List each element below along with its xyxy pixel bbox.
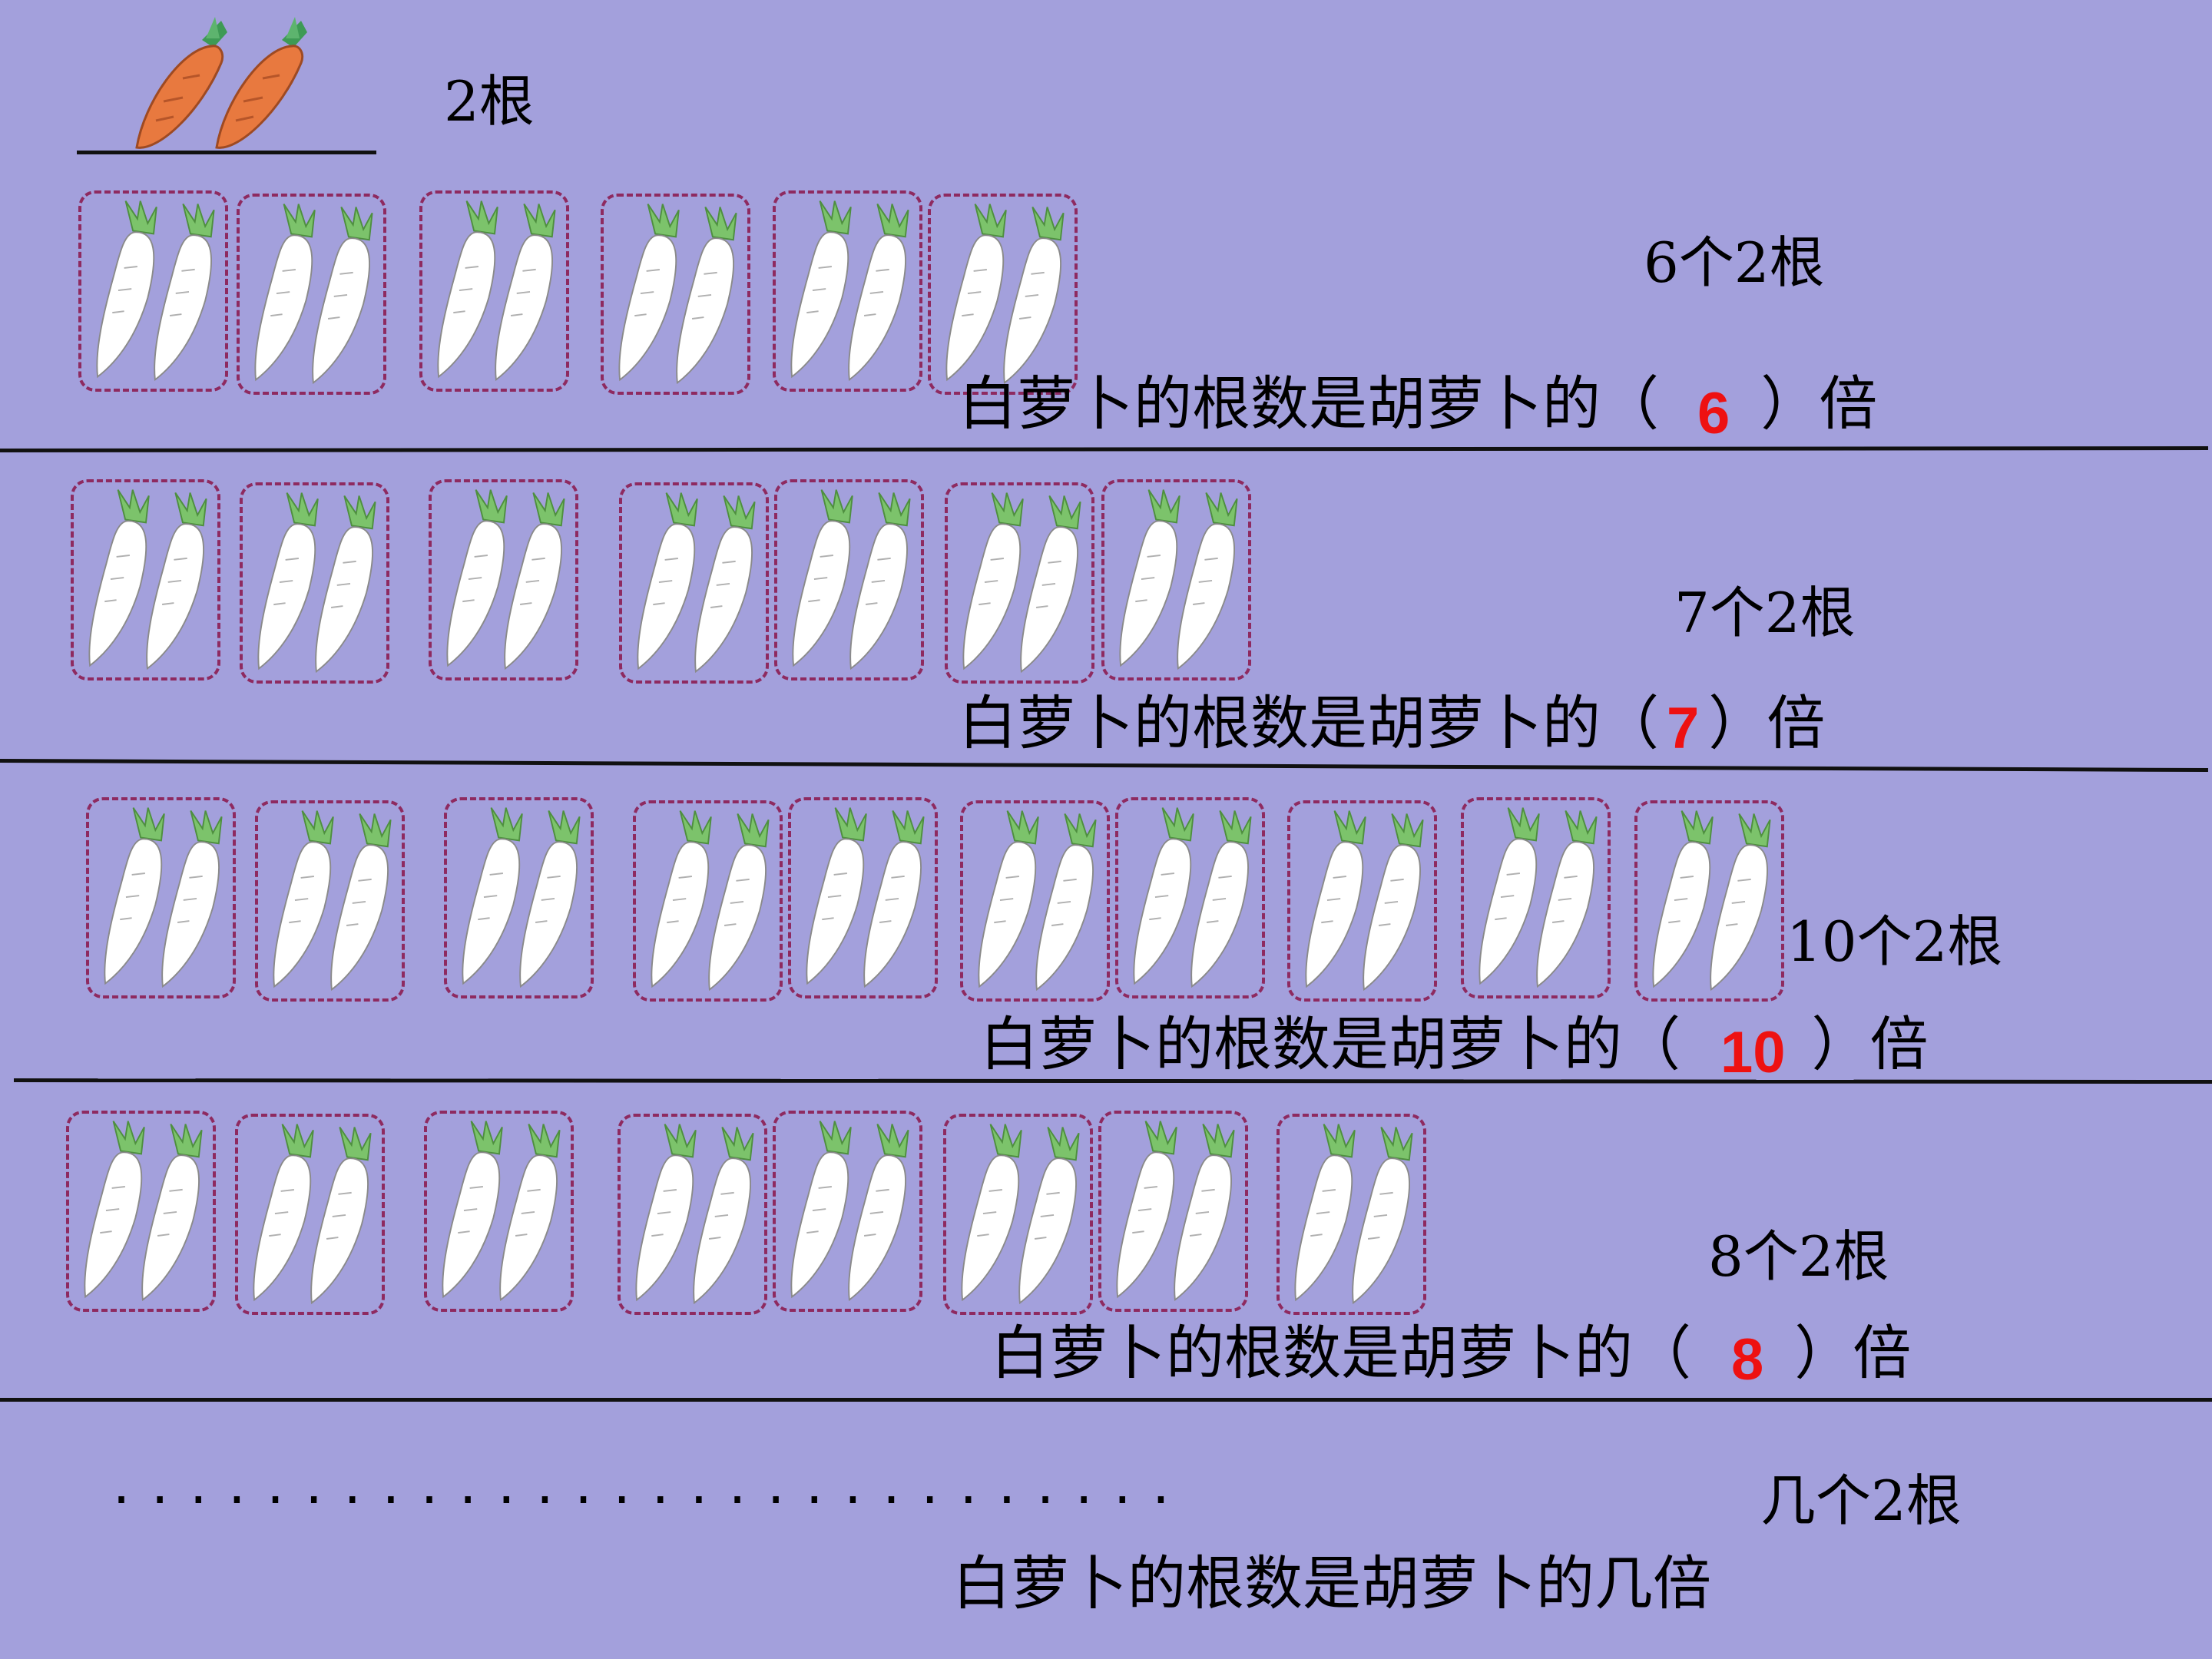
white-radish-icon — [961, 1124, 1080, 1305]
white-radish-icon — [96, 200, 215, 382]
radish-group — [928, 194, 1078, 395]
row-4-sentence-suffix: ）倍 — [1794, 1319, 1912, 1387]
row-3-sentence-prefix: 白萝卜的根数是胡萝卜的（ — [980, 1010, 1681, 1078]
row-1-label: 6个2根 — [1644, 230, 1825, 295]
radish-group — [71, 479, 220, 680]
white-radish-icon — [618, 204, 737, 385]
radish-group — [773, 190, 922, 392]
radish-group — [943, 1114, 1093, 1315]
white-radish-icon — [462, 807, 581, 988]
row-1-divider — [0, 445, 2209, 452]
white-radish-icon — [84, 1121, 203, 1302]
white-radish-icon — [1305, 810, 1424, 992]
radish-group — [1277, 1114, 1426, 1315]
white-radish-icon — [962, 492, 1081, 674]
radish-group — [618, 1114, 767, 1315]
row-3-sentence: 白萝卜的根数是胡萝卜的（10）倍 — [980, 1015, 1929, 1082]
radish-group — [237, 194, 386, 395]
row-1-sentence-prefix: 白萝卜的根数是胡萝卜的（ — [959, 369, 1659, 438]
white-radish-icon — [88, 489, 207, 671]
ellipsis: ............................ — [108, 1461, 1186, 1515]
white-radish-icon — [1652, 810, 1771, 992]
radish-group — [424, 1111, 574, 1312]
white-radish-icon — [257, 492, 376, 674]
white-radish-icon — [442, 1121, 561, 1302]
white-radish-icon — [1479, 807, 1598, 988]
radish-group — [419, 190, 569, 392]
row-3-sentence-suffix: ）倍 — [1811, 1010, 1929, 1078]
radish-group — [235, 1114, 385, 1315]
white-radish-icon — [273, 810, 392, 992]
row-4-sentence-prefix: 白萝卜的根数是胡萝卜的（ — [991, 1319, 1691, 1387]
radish-group — [774, 479, 924, 680]
white-radish-icon — [1294, 1124, 1413, 1305]
row-4-answer: 8 — [1731, 1327, 1764, 1392]
row-1-answer: 6 — [1697, 381, 1730, 446]
white-radish-icon — [637, 492, 756, 674]
radish-group — [633, 800, 783, 1002]
carrot-group — [115, 9, 330, 155]
row-2-label: 7个2根 — [1674, 581, 1856, 645]
radish-group — [1101, 479, 1251, 680]
final-label: 几个2根 — [1760, 1469, 1962, 1533]
white-radish-icon — [104, 807, 223, 988]
white-radish-icon — [253, 1124, 372, 1305]
white-radish-icon — [978, 810, 1097, 992]
final-sentence: 白萝卜的根数是胡萝卜的几倍 — [952, 1549, 1711, 1618]
carrot-icon — [135, 17, 307, 149]
white-radish-icon — [1133, 807, 1252, 988]
radish-group — [1634, 800, 1784, 1002]
row-1-sentence: 白萝卜的根数是胡萝卜的（6）倍 — [959, 375, 1877, 443]
radish-group — [1115, 797, 1265, 998]
radish-group — [240, 482, 389, 684]
row-1-sentence-suffix: ）倍 — [1760, 369, 1878, 438]
radish-group — [1461, 797, 1611, 998]
row-2-divider — [0, 759, 2208, 773]
radish-group — [619, 482, 769, 684]
radish-group — [444, 797, 594, 998]
radish-group — [945, 482, 1094, 684]
row-2-sentence: 白萝卜的根数是胡萝卜的（7）倍 — [959, 694, 1825, 758]
white-radish-icon — [790, 200, 909, 382]
reference-underline — [77, 151, 376, 154]
white-radish-icon — [792, 489, 911, 671]
white-radish-icon — [1116, 1121, 1235, 1302]
radish-group — [1287, 800, 1437, 1002]
white-radish-icon — [806, 807, 925, 988]
row-2-sentence-prefix: 白萝卜的根数是胡萝卜的（ — [959, 689, 1659, 757]
white-radish-icon — [945, 204, 1065, 385]
radish-group — [429, 479, 578, 680]
white-radish-icon — [651, 810, 770, 992]
radish-group — [773, 1111, 922, 1312]
white-radish-icon — [446, 489, 565, 671]
radish-group — [788, 797, 938, 998]
row-4-label: 8个2根 — [1708, 1224, 1889, 1289]
white-radish-icon — [254, 204, 373, 385]
row-3-answer: 10 — [1720, 1020, 1786, 1085]
row-2-sentence-suffix: ）倍 — [1708, 689, 1826, 757]
radish-group — [86, 797, 236, 998]
row-4-sentence: 白萝卜的根数是胡萝卜的（8）倍 — [991, 1324, 1911, 1389]
radish-group — [1098, 1111, 1248, 1312]
white-radish-icon — [635, 1124, 754, 1305]
white-radish-icon — [790, 1121, 909, 1302]
row-2-answer: 7 — [1667, 696, 1700, 761]
white-radish-icon — [1119, 489, 1238, 671]
white-radish-icon — [437, 200, 556, 382]
radish-group — [66, 1111, 216, 1312]
radish-group — [255, 800, 405, 1002]
radish-group — [960, 800, 1110, 1002]
row-3-label: 10个2根 — [1786, 909, 2003, 974]
reference-label: 2根 — [444, 69, 535, 134]
row-3-divider — [13, 1078, 2212, 1084]
radish-group — [601, 194, 750, 395]
row-4-divider — [0, 1398, 2212, 1402]
radish-group — [78, 190, 228, 392]
